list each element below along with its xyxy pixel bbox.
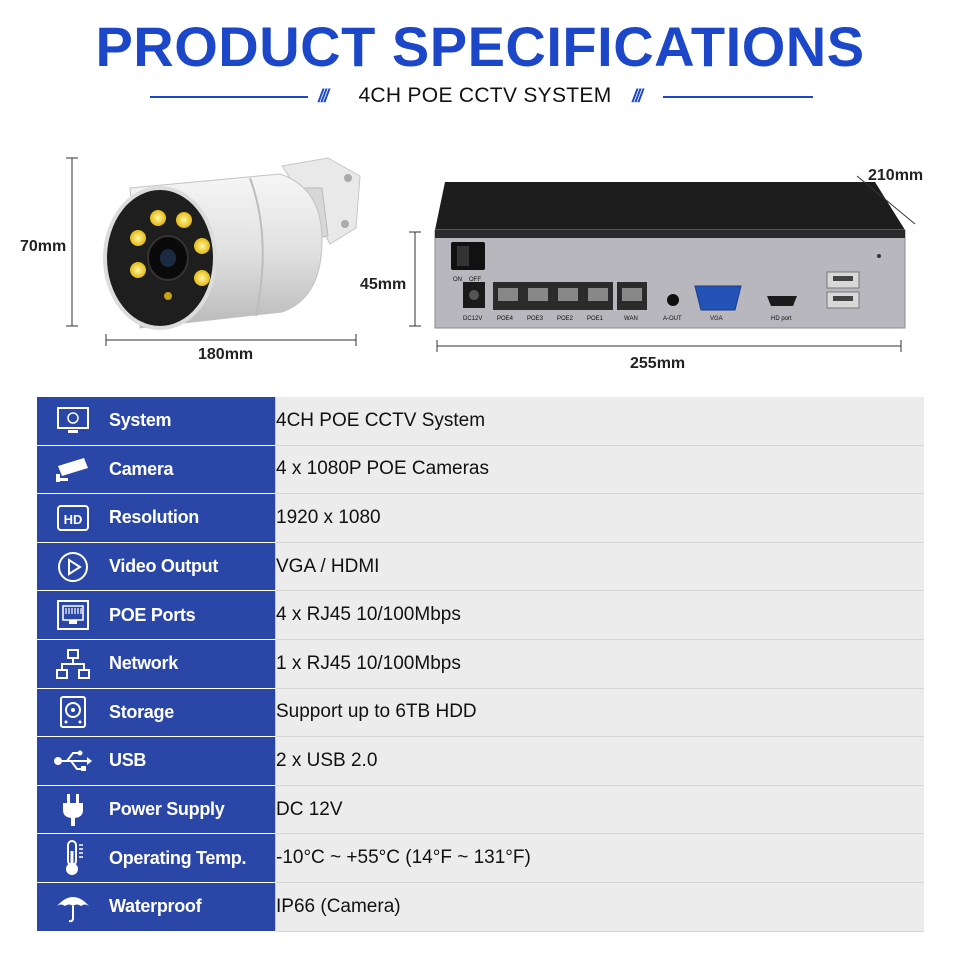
- table-row: USB 2 x USB 2.0: [37, 736, 924, 786]
- table-row: Camera 4 x 1080P POE Cameras: [37, 445, 924, 495]
- spec-value: 4 x 1080P POE Cameras: [275, 445, 924, 495]
- wan-label: WAN: [624, 316, 638, 322]
- spec-value: 2 x USB 2.0: [275, 736, 924, 786]
- table-row: Power Supply DC 12V: [37, 785, 924, 835]
- off-label: OFF: [469, 277, 481, 283]
- spec-label: Waterproof: [109, 882, 276, 932]
- aout-label: A-OUT: [663, 316, 682, 322]
- hd-icon: HD: [37, 493, 109, 543]
- spec-label: System: [109, 397, 276, 446]
- vga-label: VGA: [710, 316, 723, 322]
- ethernet-port-icon: [37, 590, 109, 640]
- spec-value: 4CH POE CCTV System: [275, 397, 924, 446]
- spec-value: 4 x RJ45 10/100Mbps: [275, 590, 924, 640]
- table-row: System 4CH POE CCTV System: [37, 397, 924, 446]
- spec-value: 1 x RJ45 10/100Mbps: [275, 639, 924, 689]
- spec-label: Storage: [109, 688, 276, 738]
- hd-port-label: HD port: [771, 316, 792, 322]
- spec-label: POE Ports: [109, 590, 276, 640]
- table-row: Waterproof IP66 (Camera): [37, 882, 924, 932]
- hard-drive-icon: [37, 688, 109, 738]
- subtitle-rule-right: [663, 96, 813, 98]
- camera-length-dimension: 180mm: [198, 346, 254, 363]
- subtitle-slash-left: ///: [318, 86, 329, 106]
- table-row: Video Output VGA / HDMI: [37, 542, 924, 592]
- spec-label: Operating Temp.: [109, 833, 276, 883]
- page-title: PRODUCT SPECIFICATIONS: [95, 15, 865, 78]
- nvr-product-image: ON OFF DC12V POE4 POE3 POE2 POE1 WAN A-O…: [409, 175, 916, 352]
- spec-value: 1920 x 1080: [275, 493, 924, 543]
- play-icon: [37, 542, 109, 592]
- poe1-label: POE1: [587, 316, 604, 322]
- power-plug-icon: [37, 785, 109, 835]
- spec-label: USB: [109, 736, 276, 786]
- table-row: Operating Temp. -10°C ~ +55°C (14°F ~ 13…: [37, 833, 924, 883]
- umbrella-icon: [37, 882, 109, 932]
- network-icon: [37, 639, 109, 689]
- subtitle-slash-right: ///: [632, 86, 643, 106]
- spec-value: DC 12V: [275, 785, 924, 835]
- spec-value: IP66 (Camera): [275, 882, 924, 932]
- spec-label: Camera: [109, 445, 276, 495]
- usb-icon: [37, 736, 109, 786]
- spec-label: Resolution: [109, 493, 276, 543]
- table-row: HD Resolution 1920 x 1080: [37, 493, 924, 543]
- poe3-label: POE3: [527, 316, 544, 322]
- poe4-label: POE4: [497, 316, 514, 322]
- spec-table: System 4CH POE CCTV System Camera 4 x 10…: [37, 397, 924, 932]
- spec-value: Support up to 6TB HDD: [275, 688, 924, 738]
- table-row: Network 1 x RJ45 10/100Mbps: [37, 639, 924, 689]
- spec-value: VGA / HDMI: [275, 542, 924, 592]
- camera-product-image: [66, 157, 361, 346]
- subtitle-bar: /// 4CH POE CCTV SYSTEM ///: [0, 82, 960, 112]
- monitor-icon: [37, 397, 109, 446]
- on-label: ON: [453, 277, 462, 283]
- svg-text:HD: HD: [64, 512, 83, 527]
- nvr-width-dimension: 255mm: [630, 355, 686, 372]
- table-row: Storage Support up to 6TB HDD: [37, 688, 924, 738]
- dc-label: DC12V: [463, 316, 482, 322]
- camera-height-dimension: 70mm: [20, 238, 67, 255]
- nvr-depth-dimension: 210mm: [868, 167, 924, 184]
- nvr-height-dimension: 45mm: [360, 276, 407, 293]
- subtitle-rule-left: [150, 96, 308, 98]
- spec-label: Power Supply: [109, 785, 276, 835]
- table-row: POE Ports 4 x RJ45 10/100Mbps: [37, 590, 924, 640]
- spec-label: Network: [109, 639, 276, 689]
- camera-icon: [37, 445, 109, 495]
- spec-label: Video Output: [109, 542, 276, 592]
- spec-value: -10°C ~ +55°C (14°F ~ 131°F): [275, 833, 924, 883]
- poe2-label: POE2: [557, 316, 574, 322]
- page-subtitle: 4CH POE CCTV SYSTEM: [358, 84, 612, 107]
- thermometer-icon: [37, 833, 109, 883]
